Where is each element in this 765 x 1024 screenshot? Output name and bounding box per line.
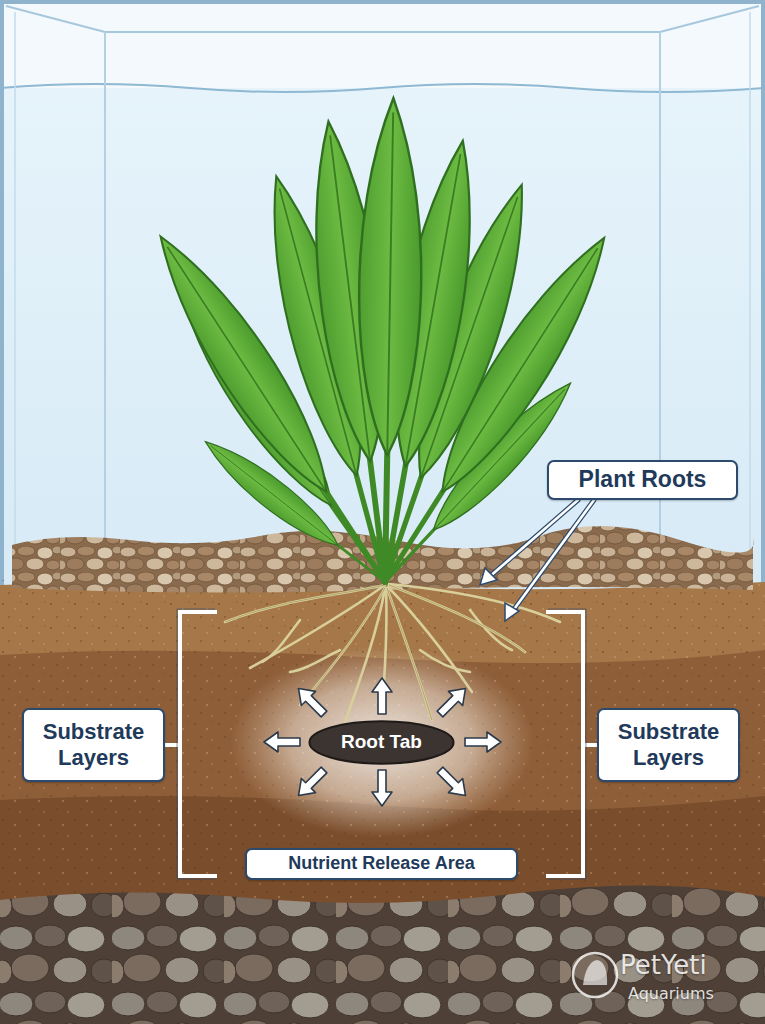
layer-label-box: Substrate Layers — [597, 708, 740, 782]
node-text: Root Tab — [341, 731, 422, 754]
node-text: Substrate Layers — [599, 719, 738, 772]
node-text: Substrate Layers — [24, 719, 163, 772]
layer-label-box: Substrate Layers — [22, 708, 165, 782]
root-tab-ellipse: Root Tab — [308, 720, 455, 765]
watermark-text: Aquariums — [628, 984, 714, 1003]
node-text: Nutrient Release Area — [288, 853, 474, 875]
area-label-box: Nutrient Release Area — [245, 848, 518, 880]
watermark-text: PetYeti — [620, 950, 707, 980]
node-text: Plant Roots — [579, 466, 707, 494]
callout-box: Plant Roots — [547, 460, 738, 500]
